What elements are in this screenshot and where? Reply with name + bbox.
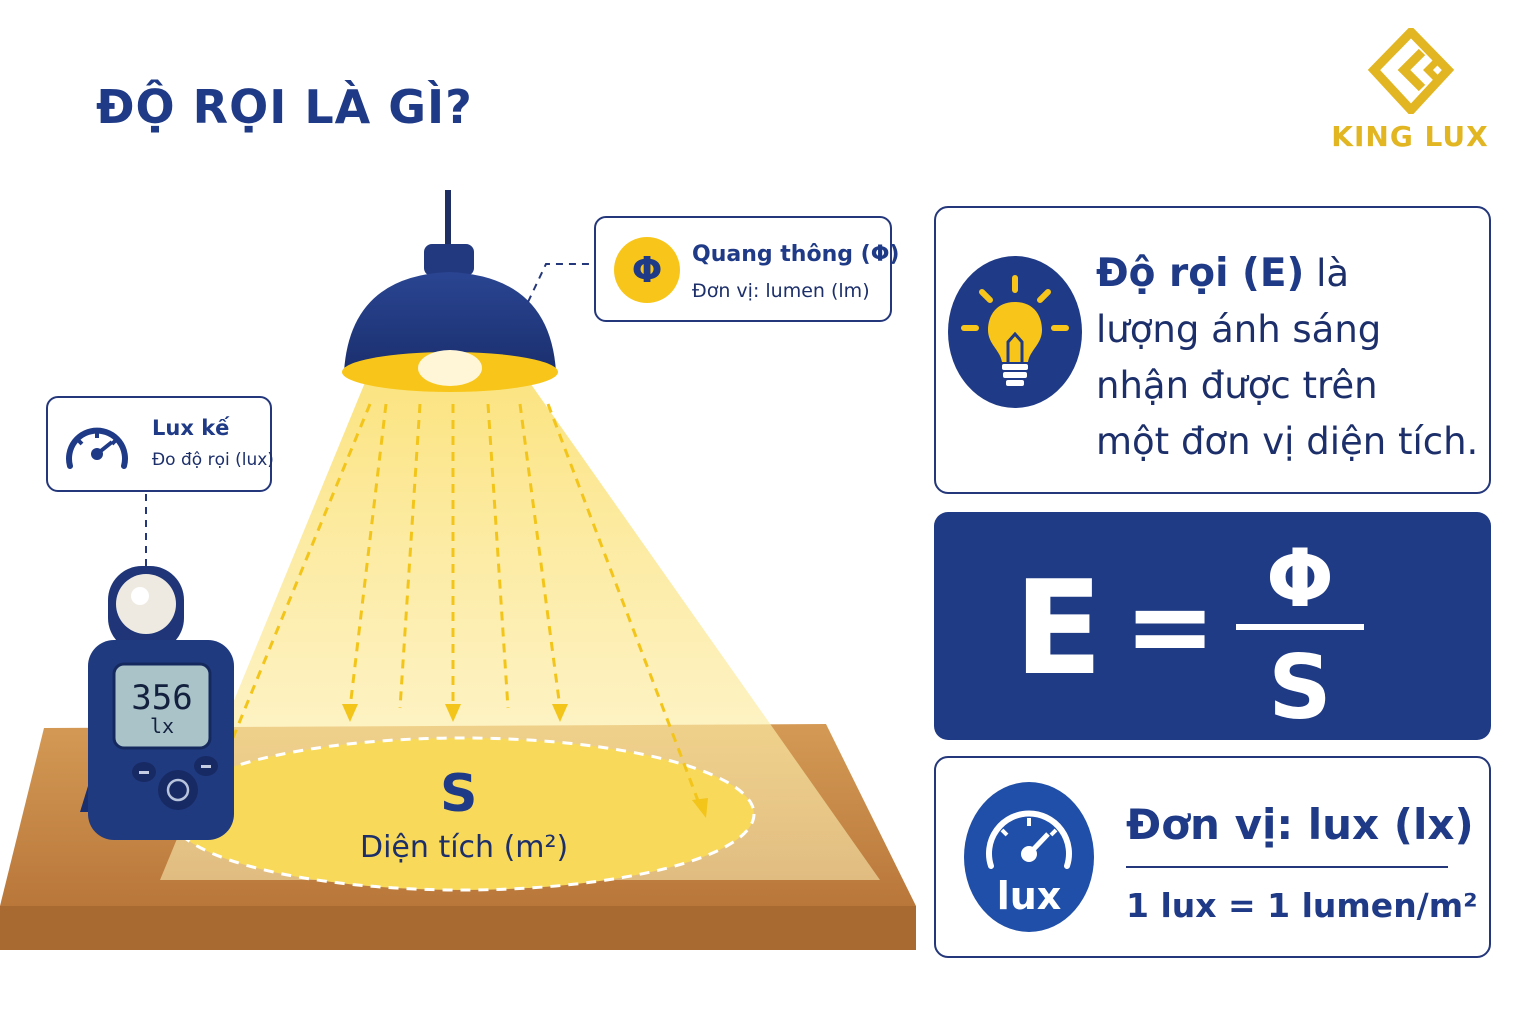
gauge-icon bbox=[986, 810, 1072, 869]
lux-callout-title: Lux kế bbox=[152, 416, 230, 440]
lux-callout-subtitle: Đo độ rọi (lux) bbox=[152, 450, 274, 470]
gauge-icon bbox=[66, 427, 128, 469]
unit-title: Đơn vị: lux (lx) bbox=[1126, 800, 1474, 849]
page-title: ĐỘ RỌI LÀ GÌ? bbox=[96, 80, 473, 134]
formula-card: E = Φ S bbox=[934, 512, 1491, 740]
fraction-bar bbox=[1236, 624, 1364, 630]
flux-callout-title: Quang thông (Φ) bbox=[692, 242, 900, 267]
lux-badge-label: lux bbox=[996, 874, 1062, 918]
ray-arrowheads bbox=[342, 704, 708, 818]
meter-unit: lx bbox=[149, 714, 175, 738]
definition-connector: là bbox=[1316, 252, 1350, 295]
lux-meter-callout: Lux kế Đo độ rọi (lux) bbox=[46, 396, 274, 492]
unit-divider bbox=[1126, 866, 1448, 868]
unit-relation: 1 lux = 1 lumen/m² bbox=[1126, 886, 1478, 925]
definition-text: Độ rọi (E) là lượng ánh sáng nhận được t… bbox=[1096, 246, 1486, 470]
light-rays bbox=[226, 403, 702, 807]
lux-meter-device bbox=[80, 566, 234, 840]
illuminated-area bbox=[168, 736, 756, 892]
lightbulb-icon-badge bbox=[948, 256, 1082, 408]
area-symbol: S bbox=[440, 764, 478, 824]
formula-denominator: S bbox=[1268, 636, 1332, 739]
flux-leader-line bbox=[527, 263, 596, 303]
definition-line-2: lượng ánh sáng bbox=[1096, 308, 1382, 351]
definition-line-4: một đơn vị diện tích. bbox=[1096, 420, 1479, 463]
flux-callout: Φ Quang thông (Φ) Đơn vị: lumen (lm) bbox=[594, 216, 899, 322]
formula-equals: = bbox=[1124, 562, 1217, 690]
flux-callout-subtitle: Đơn vị: lumen (lm) bbox=[692, 280, 870, 302]
brand-logo: KING LUX bbox=[1318, 28, 1502, 158]
definition-line-1: Độ rọi (E) là bbox=[1096, 246, 1486, 302]
king-lux-logo-mark bbox=[1367, 28, 1455, 114]
area-label: Diện tích (m²) bbox=[360, 830, 569, 865]
lux-gauge-badge: lux bbox=[964, 782, 1094, 932]
pendant-lamp bbox=[342, 190, 558, 392]
logo-text: KING LUX bbox=[1331, 120, 1489, 153]
definition-card: Độ rọi (E) là lượng ánh sáng nhận được t… bbox=[934, 206, 1491, 494]
formula-numerator: Φ bbox=[1265, 532, 1334, 625]
definition-term: Độ rọi (E) bbox=[1096, 251, 1305, 296]
formula-lhs: E bbox=[1014, 552, 1103, 704]
unit-card: lux Đơn vị: lux (lx) 1 lux = 1 lumen/m² bbox=[934, 756, 1491, 958]
meter-reading: 356 bbox=[131, 678, 193, 718]
scene-illustration bbox=[0, 190, 916, 950]
phi-icon: Φ bbox=[614, 237, 680, 303]
lightbulb-icon bbox=[961, 275, 1069, 386]
definition-line-3: nhận được trên bbox=[1096, 364, 1378, 407]
